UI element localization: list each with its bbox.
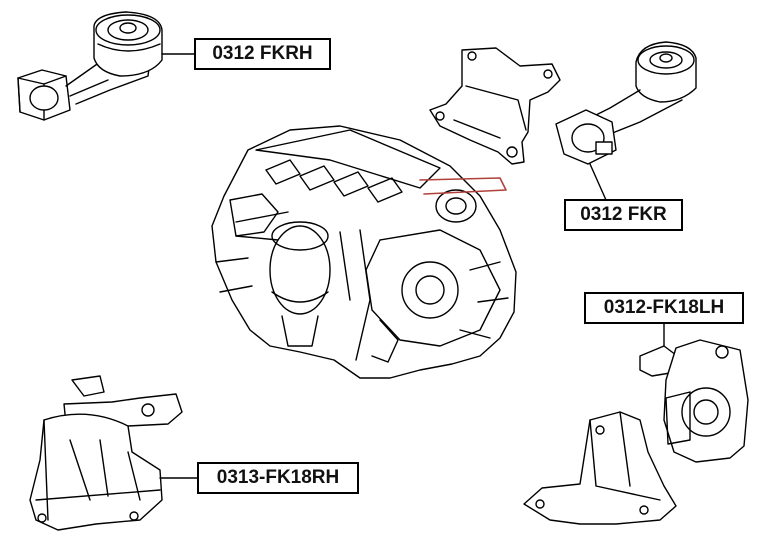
- mount-fk18lh-drawing: [523, 323, 749, 525]
- mount-fk18rh-drawing: [29, 375, 198, 531]
- part-label-0312-fkr: 0312 FKR: [564, 199, 683, 231]
- torque-rod-fkr-drawing: [555, 41, 697, 201]
- bracket-drawing: [429, 47, 561, 165]
- part-label-0312-fkrh: 0312 FKRH: [194, 38, 331, 70]
- torque-rod-fkrh-drawing: [17, 11, 195, 121]
- engine-assembly-drawing: [211, 125, 517, 379]
- part-label-0313-fk18rh: 0313-FK18RH: [197, 462, 359, 494]
- part-label-0312-fk18lh: 0312-FK18LH: [584, 292, 744, 324]
